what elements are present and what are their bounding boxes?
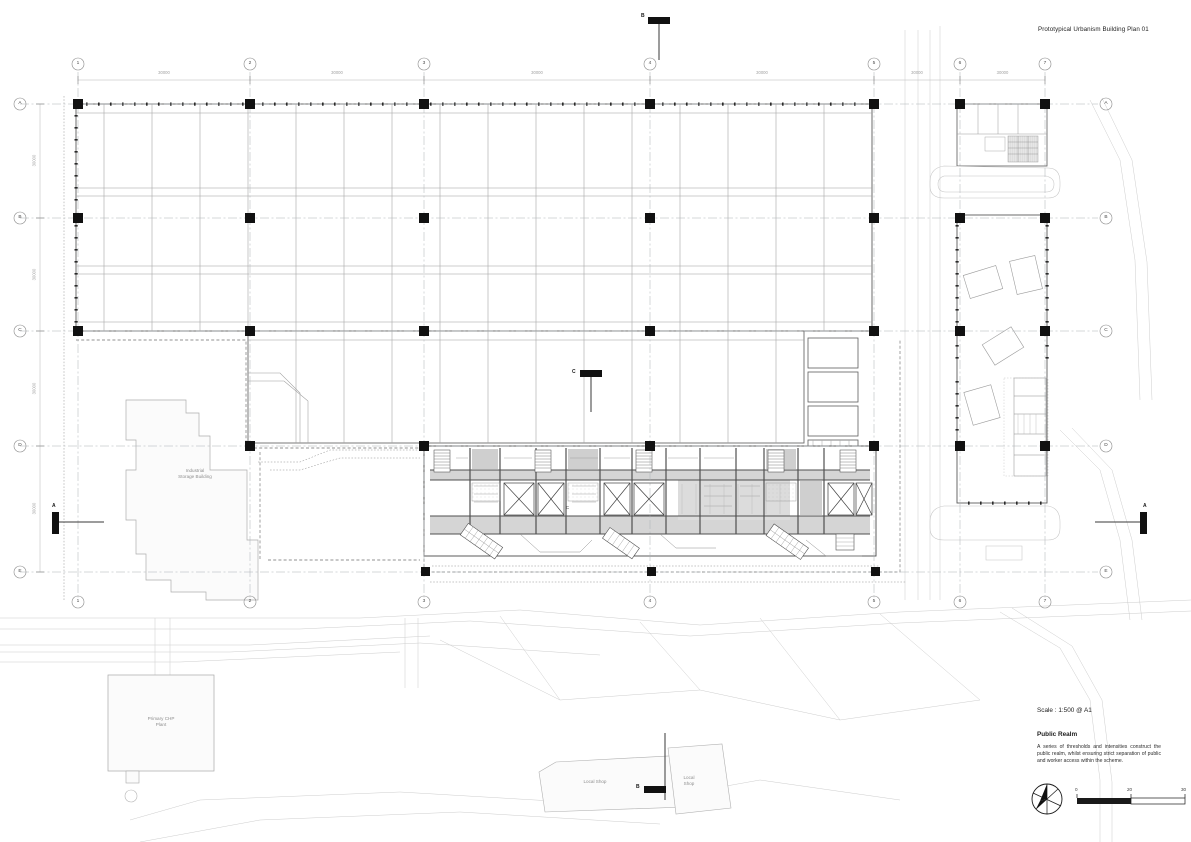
scale-bar [1076, 794, 1186, 805]
section-marker-b-bottom: B [636, 784, 640, 790]
dimension-row-2: 30000 [31, 268, 37, 280]
public-realm-body: A series of thresholds and intensities c… [1037, 744, 1161, 765]
primary-chp-plant-label: Primary CHP Plant [147, 716, 175, 728]
grid-bubble-col-top-3: 3 [422, 60, 426, 66]
right-road-loops [929, 165, 1061, 561]
grid-bubble-col-top-1: 1 [76, 60, 80, 66]
primary-chp-plant-outline [107, 674, 215, 784]
landscape-base [0, 26, 1191, 842]
structural-columns [73, 99, 1050, 576]
grid-bubble-row-right-D: D [1104, 442, 1108, 448]
grid-bubble-row-left-D: D [18, 442, 22, 448]
local-shop-east-label: Local Shop [683, 775, 695, 787]
grid-bubble-col-bottom-7: 7 [1043, 598, 1047, 604]
detailed-building-plan [423, 445, 877, 560]
section-marker-a-right: A [1143, 503, 1147, 509]
warehouse-block-south [247, 330, 805, 444]
grid-bubble-col-top-5: 5 [872, 60, 876, 66]
atrium-void [503, 482, 873, 516]
grid-bubble-col-bottom-5: 5 [872, 598, 876, 604]
grid-bubble-col-top-4: 4 [648, 60, 652, 66]
grid-bubble-col-top-6: 6 [958, 60, 962, 66]
grid-bubbles [13, 57, 1113, 609]
open-plan-area [681, 484, 781, 514]
grid-bubble-col-bottom-4: 4 [648, 598, 652, 604]
grid-bubble-col-top-7: 7 [1043, 60, 1047, 66]
dimension-row-3: 30000 [31, 382, 37, 394]
dimension-row-4: 30000 [31, 502, 37, 515]
grid-bubble-col-bottom-6: 6 [958, 598, 962, 604]
secondary-boundary [63, 96, 906, 600]
dimension-col-1: 30000 [158, 70, 170, 75]
right-block-south [956, 214, 1049, 504]
dimension-col-2: 30000 [331, 70, 343, 75]
industrial-storage-building-outline [125, 399, 259, 601]
service-block [471, 482, 797, 502]
local-shop-west-label: Local Shop [583, 779, 607, 784]
dimension-row-1: 30000 [31, 154, 37, 167]
grid-bubble-row-left-C: C [18, 327, 22, 333]
section-marker-b-top: B [641, 13, 645, 19]
site-circle-marker [124, 789, 138, 803]
section-marker-c-upper: C [572, 369, 576, 375]
scalebar-tick-2: 30 [1181, 787, 1187, 792]
section-marker-flags [52, 17, 1147, 793]
grid-bubble-col-bottom-1: 1 [76, 598, 80, 604]
north-arrow [1031, 783, 1063, 815]
grid-bubble-row-right-E: E [1104, 568, 1108, 574]
industrial-storage-building-label: Industrial Storage Building [178, 468, 212, 480]
scalebar-tick-1: 20 [1127, 787, 1133, 792]
sheet-title: Prototypical Urbanism Building Plan 01 [1038, 26, 1149, 33]
grid-bubble-row-right-B: B [1104, 214, 1108, 220]
scale-note: Scale : 1:500 @ A1 [1037, 707, 1092, 714]
dimension-col-6: 30000 [996, 70, 1009, 75]
right-block-north [956, 103, 1048, 167]
dimension-col-5: 30000 [911, 70, 923, 75]
local-shop-outlines [538, 743, 732, 815]
stair-core [433, 449, 857, 473]
scalebar-tick-0: 0 [1075, 787, 1078, 792]
grid-bubble-col-bottom-2: 2 [248, 598, 252, 604]
warehouse-block-north [75, 103, 873, 332]
dimension-col-4: 30000 [756, 70, 768, 75]
grid-bubble-row-left-A: A [18, 100, 22, 106]
grid-bubble-row-right-A: A [1104, 100, 1108, 106]
section-marker-a-left: A [52, 503, 56, 509]
section-marker-c-plan: C [566, 505, 570, 510]
dimension-lines [36, 76, 1046, 573]
external-ramp [459, 522, 855, 560]
grid-bubble-row-left-B: B [18, 214, 22, 220]
grid-bubble-row-right-C: C [1104, 327, 1108, 333]
grid-bubble-row-left-E: E [18, 568, 22, 574]
grid-bubble-col-bottom-3: 3 [422, 598, 426, 604]
rotated-unit [962, 255, 1043, 426]
dimension-col-3: 30000 [531, 70, 543, 75]
public-realm-heading: Public Realm [1037, 731, 1078, 738]
grid-bubble-col-top-2: 2 [248, 60, 252, 66]
